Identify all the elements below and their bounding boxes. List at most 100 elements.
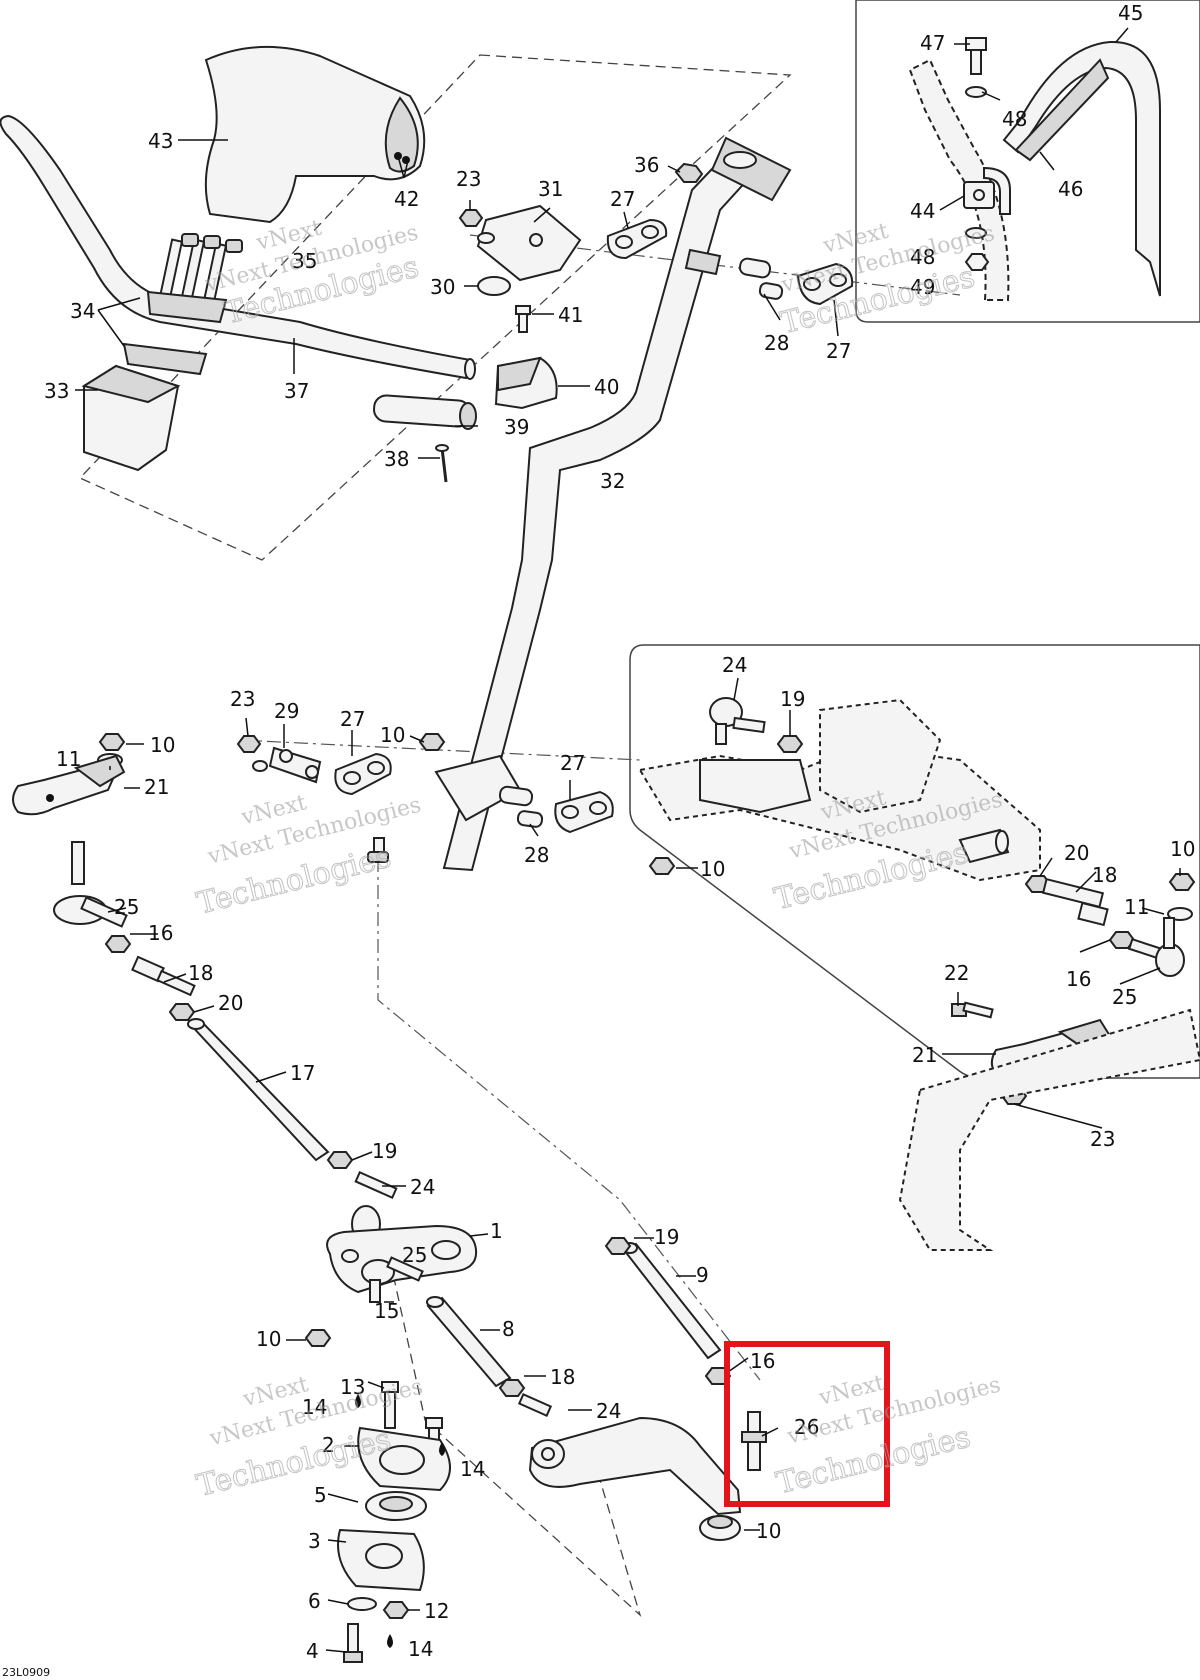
callout-27-middle-left: 27: [340, 707, 365, 731]
callout-41: 41: [558, 303, 583, 327]
callout-10-bottom: 10: [256, 1327, 281, 1351]
inset-nut-19: [776, 735, 804, 753]
callout-27-middle-right: 27: [560, 751, 585, 775]
inset-ski-leg: [898, 1008, 1200, 1251]
callout-3: 3: [308, 1529, 321, 1553]
callout-8: 8: [502, 1317, 515, 1341]
bushing-upper-28: [738, 257, 772, 279]
bushing-bracket-middle-left: [334, 752, 392, 796]
callout-33: 33: [44, 379, 69, 403]
inset-bolt-22: [951, 1001, 994, 1019]
steering-shaft-8: [426, 1296, 512, 1388]
handlebar-group-outline: [78, 54, 792, 561]
callout-18-lower: 18: [550, 1365, 575, 1389]
inset-washer-48-bottom: [965, 227, 987, 239]
bearing-plate-2: [357, 1426, 451, 1492]
callout-18-left: 18: [188, 961, 213, 985]
callout-46: 46: [1058, 177, 1083, 201]
callout-20-inset: 20: [1064, 841, 1089, 865]
callout-43: 43: [148, 129, 173, 153]
adjuster-left-18: [131, 955, 196, 997]
callout-45: 45: [1118, 1, 1143, 25]
nut-bottom-18: [498, 1379, 526, 1397]
callout-27-upper-right: 27: [826, 339, 851, 363]
ball-joint-left: [53, 841, 128, 928]
callout-48-bottom: 48: [910, 245, 935, 269]
inset-tube: [958, 828, 1010, 864]
handlebar-riser: [81, 364, 181, 472]
bushing-bracket-upper-right: [796, 262, 854, 306]
inset-nut-10-left: [648, 857, 676, 875]
callout-19-inset: 19: [780, 687, 805, 711]
callout-49: 49: [910, 275, 935, 299]
callout-23-middle: 23: [230, 687, 255, 711]
callout-29: 29: [274, 699, 299, 723]
bushing-bracket-upper-left: [606, 218, 668, 260]
callout-35: 35: [292, 249, 317, 273]
callout-27-upper-left: 27: [610, 187, 635, 211]
callout-14-bottom: 14: [408, 1637, 433, 1661]
callout-20-left: 20: [218, 991, 243, 1015]
bushing-upper-28b: [758, 282, 784, 300]
inset-bracket: [963, 166, 1011, 215]
callout-14-right: 14: [460, 1457, 485, 1481]
callout-9: 9: [696, 1263, 709, 1287]
callout-40: 40: [594, 375, 619, 399]
callout-23-upper: 23: [456, 167, 481, 191]
inset-ball-joint-25: [1127, 917, 1185, 977]
callout-19-left: 19: [372, 1139, 397, 1163]
washer-middle-23: [252, 760, 268, 772]
callout-25-left: 25: [114, 895, 139, 919]
link-plate: [268, 746, 322, 784]
retaining-ring: [477, 276, 511, 296]
washer-6: [347, 1597, 377, 1611]
steering-column: [434, 136, 792, 872]
handlebar-grip: [373, 394, 477, 430]
highlight-box: [724, 1341, 890, 1507]
callout-25-center: 25: [402, 1243, 427, 1267]
thread-locker-icons: [355, 1394, 445, 1648]
axis-line-column: [239, 739, 641, 761]
callout-5: 5: [314, 1483, 327, 1507]
callout-37: 37: [284, 379, 309, 403]
callout-13: 13: [340, 1375, 365, 1399]
callout-31: 31: [538, 177, 563, 201]
flange-nut-10: [699, 1515, 741, 1541]
callout-24-lower: 24: [596, 1399, 621, 1423]
callout-21-inset: 21: [912, 1043, 937, 1067]
callout-39: 39: [504, 415, 529, 439]
drawing-reference: 23L0909: [2, 1666, 50, 1679]
axis-line-steering: [377, 858, 761, 1381]
nut-left-10: [98, 733, 126, 751]
nut-left-16: [104, 935, 132, 953]
callout-labels: 1 2 3 4 5 6 8 9 10 10 10 10 10 10 11 11 …: [44, 1, 1195, 1663]
callout-24-inset: 24: [722, 653, 747, 677]
callout-42: 42: [394, 187, 419, 211]
inset-ball-joint-24: [709, 697, 766, 745]
nut-middle-10: [418, 733, 446, 751]
callout-30: 30: [430, 275, 455, 299]
bearing-housing-3: [337, 1528, 425, 1592]
nut-middle-23: [236, 735, 262, 753]
tie-rod-left: [187, 1018, 330, 1162]
nut-left-19: [326, 1151, 354, 1169]
callout-10-left: 10: [150, 733, 175, 757]
upper-support-plate: [476, 204, 582, 282]
grip-pin: [435, 444, 449, 483]
bushing-bracket-middle-right: [554, 790, 614, 834]
ball-joint-center-25: [361, 1256, 424, 1303]
callout-28-middle: 28: [524, 843, 549, 867]
callout-47: 47: [920, 31, 945, 55]
callout-10-inset-left: 10: [700, 857, 725, 881]
clamp-bolts: [158, 233, 243, 304]
callout-34: 34: [70, 299, 95, 323]
nut-19-lower: [604, 1237, 632, 1255]
steering-arm-left: [12, 754, 126, 816]
nut-upper-23: [458, 209, 484, 227]
callout-12: 12: [424, 1599, 449, 1623]
callout-38: 38: [384, 447, 409, 471]
lower-steering-arm: [528, 1416, 742, 1516]
stud-26: [741, 1411, 767, 1471]
callout-23-inset: 23: [1090, 1127, 1115, 1151]
inset-nut-10-right: [1168, 873, 1196, 891]
